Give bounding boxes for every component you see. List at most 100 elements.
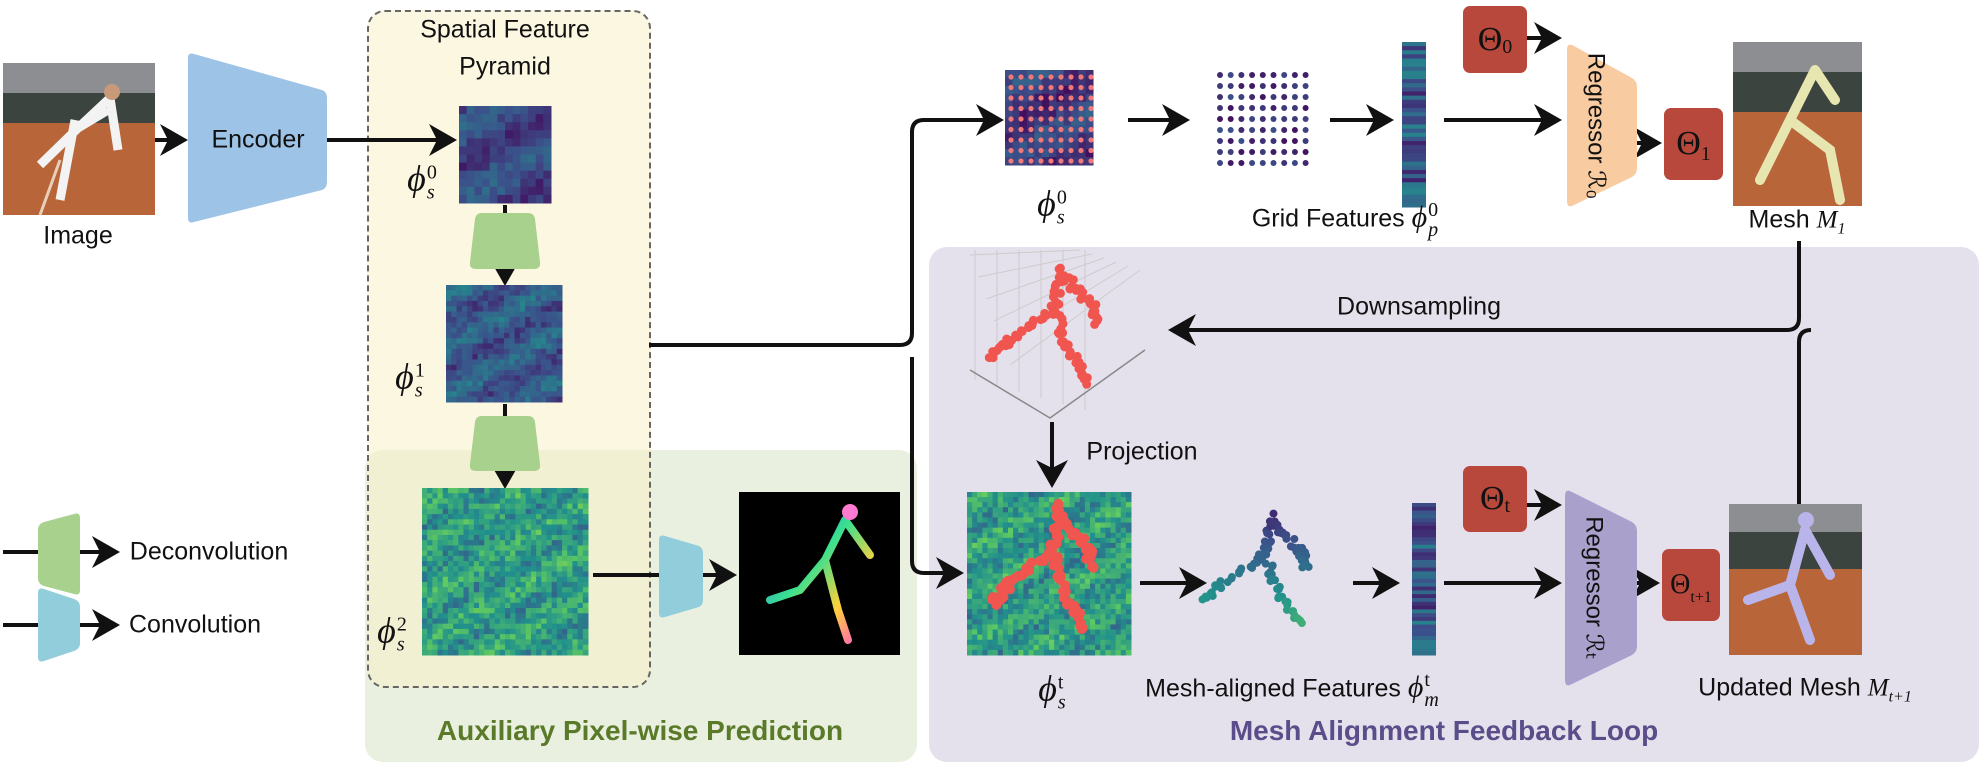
grid-dot xyxy=(1227,127,1234,133)
grid-dot xyxy=(1291,94,1298,100)
grid-dot xyxy=(1249,149,1256,155)
grid-dot xyxy=(1249,105,1256,111)
grid-dot xyxy=(1227,105,1234,111)
grid-dot xyxy=(1302,127,1309,133)
grid-dot xyxy=(1227,160,1234,166)
grid-dot xyxy=(1281,149,1288,155)
grid-dot xyxy=(1291,116,1298,122)
grid-features-dots xyxy=(1217,72,1309,166)
grid-dot xyxy=(1227,83,1234,89)
densepose-prediction-image xyxy=(739,492,900,655)
deconv-block-1 xyxy=(469,213,541,269)
grid-dot xyxy=(1259,160,1266,166)
mesh-m1-image xyxy=(1733,42,1862,206)
grid-dot xyxy=(1238,138,1245,144)
grid-dot xyxy=(1281,138,1288,144)
grid-dot xyxy=(1217,94,1223,100)
grid-dot xyxy=(1259,105,1266,111)
grid-dot xyxy=(1217,160,1223,166)
grid-dot xyxy=(1217,116,1223,122)
grid-dot xyxy=(1217,83,1223,89)
branch-connector xyxy=(649,118,998,575)
grid-dot xyxy=(1302,83,1309,89)
grid-dot xyxy=(1270,149,1277,155)
grid-dot xyxy=(1259,138,1266,144)
grid-dot xyxy=(1217,72,1223,78)
pyramid-title-2: Pyramid xyxy=(459,52,551,81)
grid-dot xyxy=(1291,83,1298,89)
feature-map-phi-st xyxy=(967,492,1132,656)
deconv-block-2 xyxy=(469,416,541,471)
grid-dot xyxy=(1259,83,1266,89)
grid-dot xyxy=(1227,94,1234,100)
grid-dot xyxy=(1249,116,1256,122)
input-image xyxy=(3,63,155,216)
mesh-aligned-feature-vector xyxy=(1412,503,1436,656)
regressor-0-block xyxy=(1567,44,1637,207)
legend-convolution-label: Convolution xyxy=(128,610,262,639)
legend-conv-block xyxy=(38,588,80,662)
encoder-block xyxy=(188,53,327,223)
grid-dot xyxy=(1291,127,1298,133)
feature-map-phi-s1 xyxy=(446,285,563,403)
grid-dot xyxy=(1281,83,1288,89)
image-label: Image xyxy=(43,221,113,250)
downsampling-connector xyxy=(1175,241,1812,504)
3d-mesh-points-plot xyxy=(969,249,1146,419)
grid-dot xyxy=(1249,127,1256,133)
grid-dot xyxy=(1291,138,1298,144)
grid-dot xyxy=(1291,72,1298,78)
grid-dot xyxy=(1302,116,1309,122)
grid-dot xyxy=(1238,149,1245,155)
grid-dot xyxy=(1270,94,1277,100)
grid-dot xyxy=(1249,72,1256,78)
grid-dot xyxy=(1291,160,1298,166)
mesh-aligned-points xyxy=(1198,509,1313,628)
grid-feature-vector xyxy=(1402,42,1426,208)
grid-dot xyxy=(1227,116,1234,122)
grid-dot xyxy=(1259,116,1266,122)
grid-dot xyxy=(1302,138,1309,144)
grid-dot xyxy=(1270,72,1277,78)
encoder-label: Encoder xyxy=(211,125,305,154)
projection-label: Projection xyxy=(1086,437,1198,466)
grid-dot xyxy=(1238,94,1245,100)
grid-dot xyxy=(1270,105,1277,111)
regressor-t-label: Regressor ℛₜ xyxy=(1580,516,1608,660)
grid-dot xyxy=(1259,149,1266,155)
grid-dot xyxy=(1217,138,1223,144)
legend-deconvolution-label: Deconvolution xyxy=(129,537,289,566)
grid-dot xyxy=(1281,105,1288,111)
grid-dot xyxy=(1281,94,1288,100)
feature-map-phi-s0 xyxy=(459,106,552,204)
feature-map-phi-s2 xyxy=(422,488,589,656)
grid-dot xyxy=(1249,83,1256,89)
grid-dot xyxy=(1270,83,1277,89)
grid-dot xyxy=(1291,105,1298,111)
grid-dot xyxy=(1281,127,1288,133)
grid-dot xyxy=(1249,160,1256,166)
grid-dot xyxy=(1302,149,1309,155)
grid-dot xyxy=(1217,127,1223,133)
grid-dot xyxy=(1302,160,1309,166)
grid-dot xyxy=(1227,72,1234,78)
grid-dot xyxy=(1302,94,1309,100)
grid-dot xyxy=(1238,83,1245,89)
grid-dot xyxy=(1259,127,1266,133)
grid-dot xyxy=(1217,105,1223,111)
regressor-t-block xyxy=(1565,490,1637,686)
updated-mesh-image xyxy=(1729,504,1862,655)
grid-dot xyxy=(1270,138,1277,144)
grid-dot xyxy=(1238,116,1245,122)
downsampling-label: Downsampling xyxy=(1337,292,1501,321)
regressor-0-label: Regressor ℛ₀ xyxy=(1582,52,1610,200)
grid-dot xyxy=(1302,105,1309,111)
